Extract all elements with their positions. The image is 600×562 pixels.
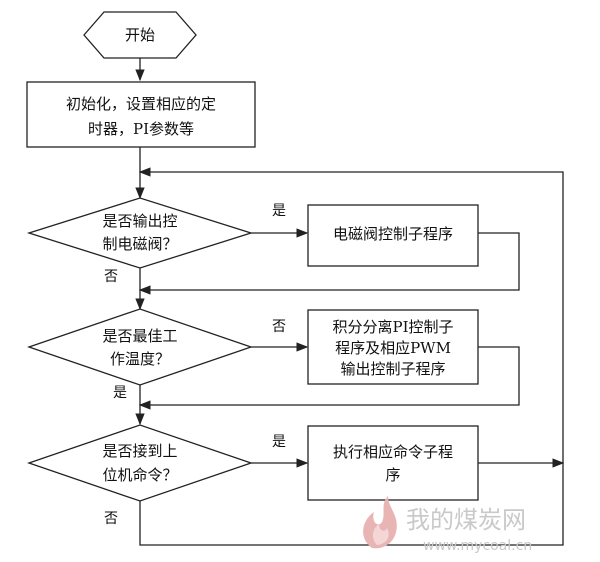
process3-line1: 执行相应命令子程: [333, 443, 453, 461]
edge-labels: 是 否 否 是 是 否: [104, 203, 286, 527]
edge-p1-return: [138, 232, 520, 295]
decision2-line2: 作温度？: [110, 350, 170, 368]
process1-node: 电磁阀控制子程序: [307, 204, 479, 267]
d1-no-label: 否: [104, 269, 118, 285]
decision3-line1: 是否接到上: [102, 442, 177, 460]
d3-no-label: 否: [104, 511, 118, 527]
process3-line2: 序: [385, 466, 400, 484]
d2-yes-label: 是: [113, 385, 127, 401]
process2-box: [307, 309, 479, 385]
watermark-text: 我的煤炭网: [406, 506, 526, 534]
d2-no-label: 否: [272, 319, 286, 335]
edge-main-loop-back: [138, 167, 564, 546]
process3-box: [307, 425, 479, 501]
init-process-box: [26, 81, 256, 148]
decision2-node: 是否最佳工 作温度？: [26, 308, 254, 386]
decision3-line2: 位机命令？: [102, 466, 177, 484]
decision1-line2: 制电磁阀？: [102, 235, 177, 253]
d3-yes-label: 是: [272, 434, 286, 450]
decision1-node: 是否输出控 制电磁阀？: [26, 197, 254, 269]
decision2-line1: 是否最佳工: [102, 327, 177, 345]
process1-box: [307, 204, 479, 267]
process1-label: 电磁阀控制子程序: [333, 225, 453, 243]
start-label: 开始: [125, 26, 155, 44]
connectors: [135, 58, 565, 546]
init-line1: 初始化，设置相应的定: [66, 95, 216, 113]
decision3-shape: [26, 424, 254, 502]
process2-line2: 程序及相应PWM: [335, 339, 451, 357]
decision2-shape: [26, 308, 254, 386]
start-node: 开始: [83, 11, 197, 59]
edge-p2-return: [138, 346, 520, 410]
start-shape: [83, 11, 197, 59]
process2-node: 积分分离PI控制子 程序及相应PWM 输出控制子程序: [307, 309, 479, 385]
process2-line3: 输出控制子程序: [340, 360, 445, 378]
decision1-shape: [26, 197, 254, 269]
process2-line1: 积分分离PI控制子: [332, 318, 453, 336]
process3-node: 执行相应命令子程 序: [307, 425, 479, 501]
decision1-line1: 是否输出控: [102, 212, 177, 230]
watermark-url: www.mycoal.cn: [423, 538, 532, 554]
flame-logo-icon: [363, 496, 397, 549]
d1-yes-label: 是: [272, 203, 286, 219]
decision3-node: 是否接到上 位机命令？: [26, 424, 254, 502]
watermark: 我的煤炭网 www.mycoal.cn: [363, 496, 532, 554]
init-process-node: 初始化，设置相应的定 时器，PI参数等: [26, 81, 256, 148]
init-line2: 时器，PI参数等: [88, 120, 194, 138]
